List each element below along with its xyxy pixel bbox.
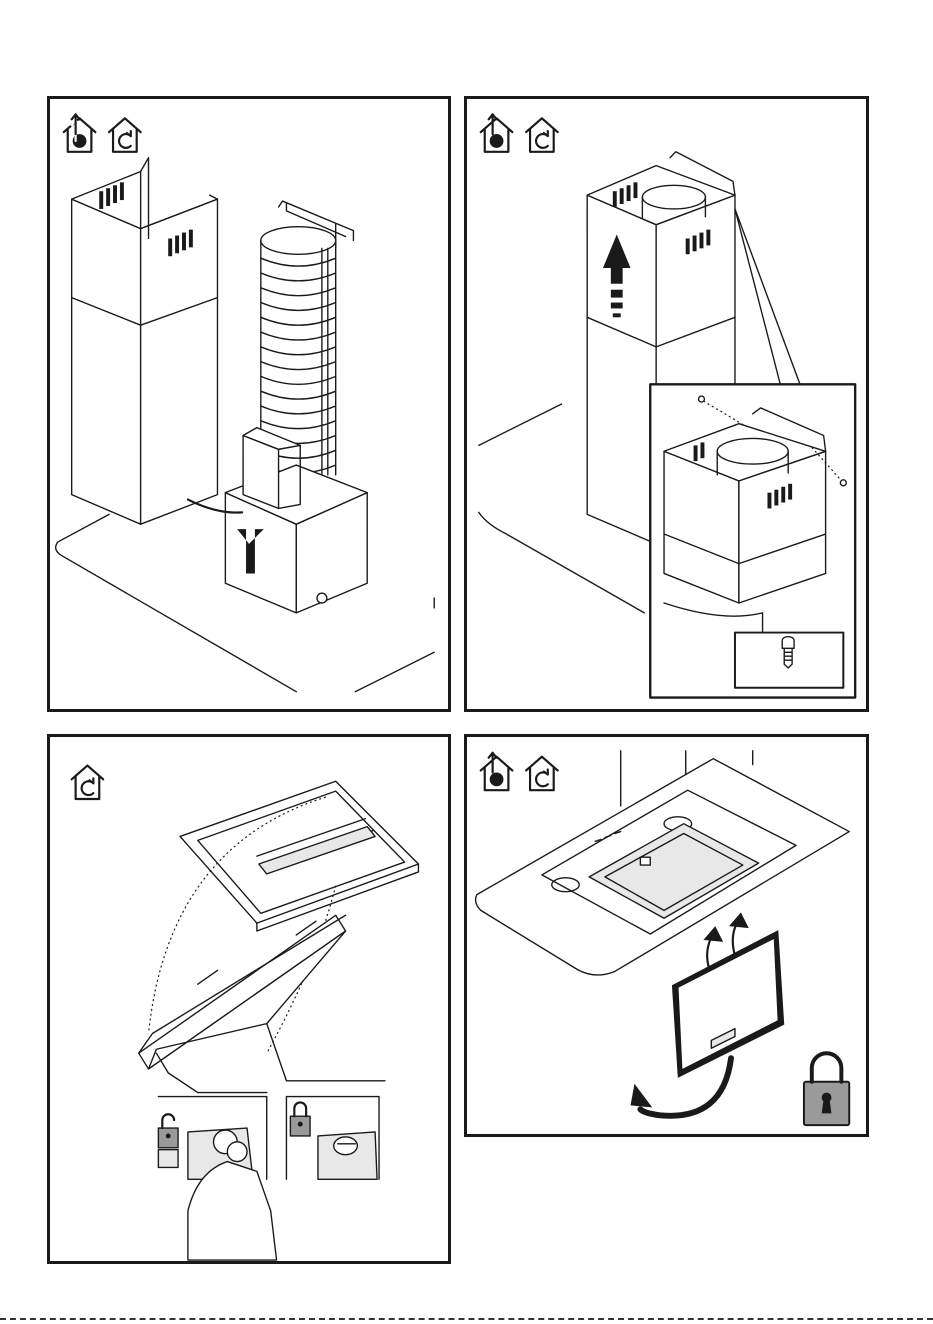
locked-padlock-icon <box>804 1053 849 1125</box>
locked-padlock-icon <box>290 1102 310 1135</box>
page-bottom-rule <box>0 1318 933 1320</box>
panel-4-grease-filter <box>464 734 869 1137</box>
screw-detail-inset <box>650 384 855 697</box>
knob-detail-unlocked <box>158 1097 276 1261</box>
panel-1-illustration <box>50 99 448 709</box>
motor-housing <box>225 428 367 613</box>
unlocked-padlock-icon <box>158 1114 178 1147</box>
knob-detail-locked <box>286 1097 379 1180</box>
recirculation-mode-icon <box>72 766 104 799</box>
panel-3-filter-panel <box>47 734 451 1264</box>
recirculation-mode-icon <box>109 118 141 151</box>
panel-2-chimney-fixing <box>464 96 869 712</box>
extraction-mode-icon <box>481 114 513 151</box>
recirculation-mode-icon <box>526 118 558 151</box>
panel-3-illustration <box>50 737 448 1261</box>
panel-2-illustration <box>467 99 866 709</box>
filter-panel <box>139 915 346 1069</box>
panel-1-chimney-and-duct <box>47 96 451 712</box>
extraction-mode-icon <box>64 114 96 151</box>
hood-underside <box>180 781 418 931</box>
extraction-mode-icon <box>481 753 513 790</box>
recirculation-mode-icon <box>526 757 558 790</box>
panel-4-illustration <box>467 737 866 1134</box>
chimney-cover <box>72 158 218 524</box>
grease-filter <box>672 930 784 1078</box>
